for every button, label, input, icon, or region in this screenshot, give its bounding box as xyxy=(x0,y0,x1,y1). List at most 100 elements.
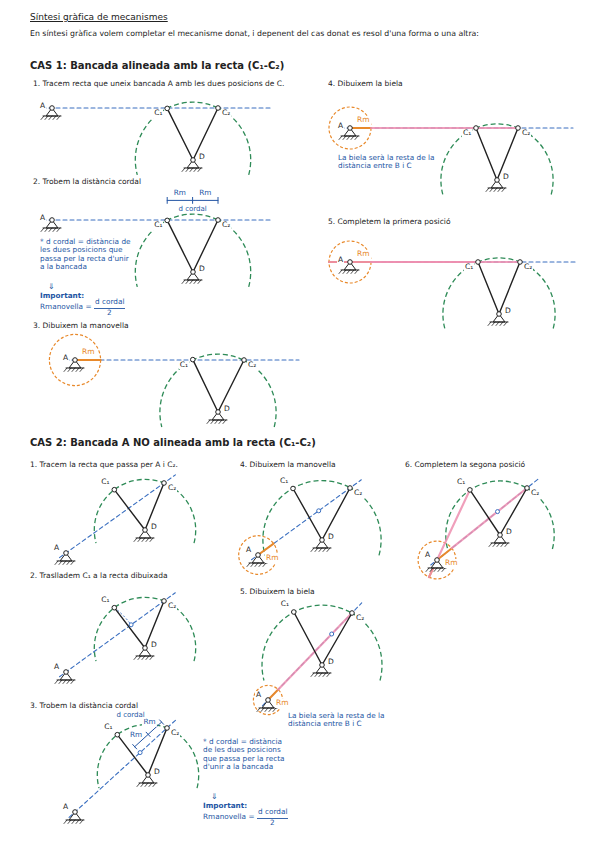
rocker-link xyxy=(218,360,244,412)
ground-hatch xyxy=(504,322,507,326)
point-label: C₁ xyxy=(280,600,290,609)
ground-hatch xyxy=(265,708,268,712)
rocker-link xyxy=(167,220,193,272)
ground-hatch xyxy=(323,548,326,552)
rocker-link xyxy=(117,735,148,775)
ground-hatch xyxy=(57,116,60,120)
ground-hatch xyxy=(426,568,429,572)
pivot-joint xyxy=(256,553,261,558)
ground-hatch xyxy=(146,656,149,660)
ground-hatch xyxy=(315,673,318,677)
point-label: C₁ xyxy=(153,109,163,118)
cordal-bracket xyxy=(146,732,150,736)
step-heading: 2. Traslladem C₁ a la recta dibuixada xyxy=(30,572,168,581)
crank-circle xyxy=(49,334,100,385)
step-heading: 1. Tracem recta que uneix bancada A amb … xyxy=(33,80,284,89)
ground-hatch xyxy=(68,368,71,372)
cordal-bracket xyxy=(167,197,168,203)
pivot-joint xyxy=(162,481,167,486)
point-label: A xyxy=(39,214,46,223)
ground-hatch xyxy=(57,228,60,232)
cordal-bracket xyxy=(218,197,219,203)
ground-hatch xyxy=(153,783,156,787)
alignment-line xyxy=(42,107,273,108)
ground-hatch xyxy=(182,280,185,284)
ground-hatch xyxy=(319,548,322,552)
ground-hatch xyxy=(145,783,148,787)
ground-hatch xyxy=(501,543,504,547)
point-label: C₂ xyxy=(355,614,365,623)
ground-hatch xyxy=(502,188,505,192)
rocker-link xyxy=(167,108,193,160)
ground-hatch xyxy=(142,538,145,542)
point-label: D xyxy=(198,265,206,274)
ground-hatch xyxy=(355,136,358,140)
ground-hatch xyxy=(59,561,62,565)
ground-hatch xyxy=(438,568,441,572)
step-heading: 3. Dibuixem la manovella xyxy=(33,322,129,331)
ground-hatch xyxy=(150,538,153,542)
ground-hatch xyxy=(257,708,260,712)
point-label: C₁ xyxy=(462,129,472,138)
pivot-joint xyxy=(435,558,440,563)
point-label: A xyxy=(53,663,60,672)
pivot-joint xyxy=(348,260,353,265)
ground-hatch xyxy=(76,820,79,824)
ground-hatch xyxy=(489,543,492,547)
ground-hatch xyxy=(500,322,503,326)
point-label: C₁ xyxy=(464,263,474,272)
ground-hatch xyxy=(490,188,493,192)
rocker-link xyxy=(114,608,145,648)
ground-hatch xyxy=(186,280,189,284)
point-label: C₁ xyxy=(456,478,466,487)
trajectory-arc xyxy=(135,102,250,175)
ground-hatch xyxy=(67,680,70,684)
note-text: La biela serà la resta de la distància e… xyxy=(338,154,438,171)
point-label: C₁ xyxy=(179,361,189,370)
ground-hatch xyxy=(67,561,70,565)
ground-hatch xyxy=(211,420,214,424)
ground-hatch xyxy=(215,420,218,424)
pivot-joint xyxy=(64,551,69,556)
pivot-joint xyxy=(320,663,325,668)
radius-label: Rm xyxy=(129,730,143,738)
ground-hatch xyxy=(492,322,495,326)
ground-hatch xyxy=(430,568,433,572)
point-label: C₂ xyxy=(530,489,540,498)
point-label: A xyxy=(62,354,69,363)
ground-hatch xyxy=(497,543,500,547)
ground-hatch xyxy=(311,548,314,552)
pivot-joint xyxy=(518,260,523,265)
point-label: A xyxy=(245,546,252,555)
coupler-link xyxy=(429,490,470,577)
alignment-line xyxy=(262,603,361,706)
cordal-label: d cordal xyxy=(177,205,207,213)
ground-hatch xyxy=(76,368,79,372)
formula-denominator: 2 xyxy=(107,309,112,317)
trajectory-arc xyxy=(443,258,555,329)
point-label: C₂ xyxy=(521,129,531,138)
ground-hatch xyxy=(343,270,346,274)
ground-hatch xyxy=(223,420,226,424)
pivot-joint xyxy=(50,218,55,223)
radius-label: Rm xyxy=(356,250,371,259)
alignment-line xyxy=(69,719,177,818)
point-label: C₁ xyxy=(153,221,163,230)
ground-hatch xyxy=(347,136,350,140)
pivot-joint xyxy=(216,106,221,111)
point-label: C₁ xyxy=(100,478,110,487)
point-label: C₂ xyxy=(523,263,533,272)
ground-hatch xyxy=(194,168,197,172)
point-label: C₂ xyxy=(167,484,177,493)
cordal-bracket xyxy=(160,720,164,724)
ground-hatch xyxy=(219,420,222,424)
trajectory-arc xyxy=(135,214,250,287)
ground-hatch xyxy=(351,270,354,274)
point-label: D xyxy=(150,641,158,650)
note-heading: Important: xyxy=(203,802,247,810)
rocker-link xyxy=(293,489,322,541)
ground-hatch xyxy=(190,168,193,172)
point-label: D xyxy=(502,173,510,182)
ground-hatch xyxy=(149,783,152,787)
pivot-joint xyxy=(115,732,120,737)
